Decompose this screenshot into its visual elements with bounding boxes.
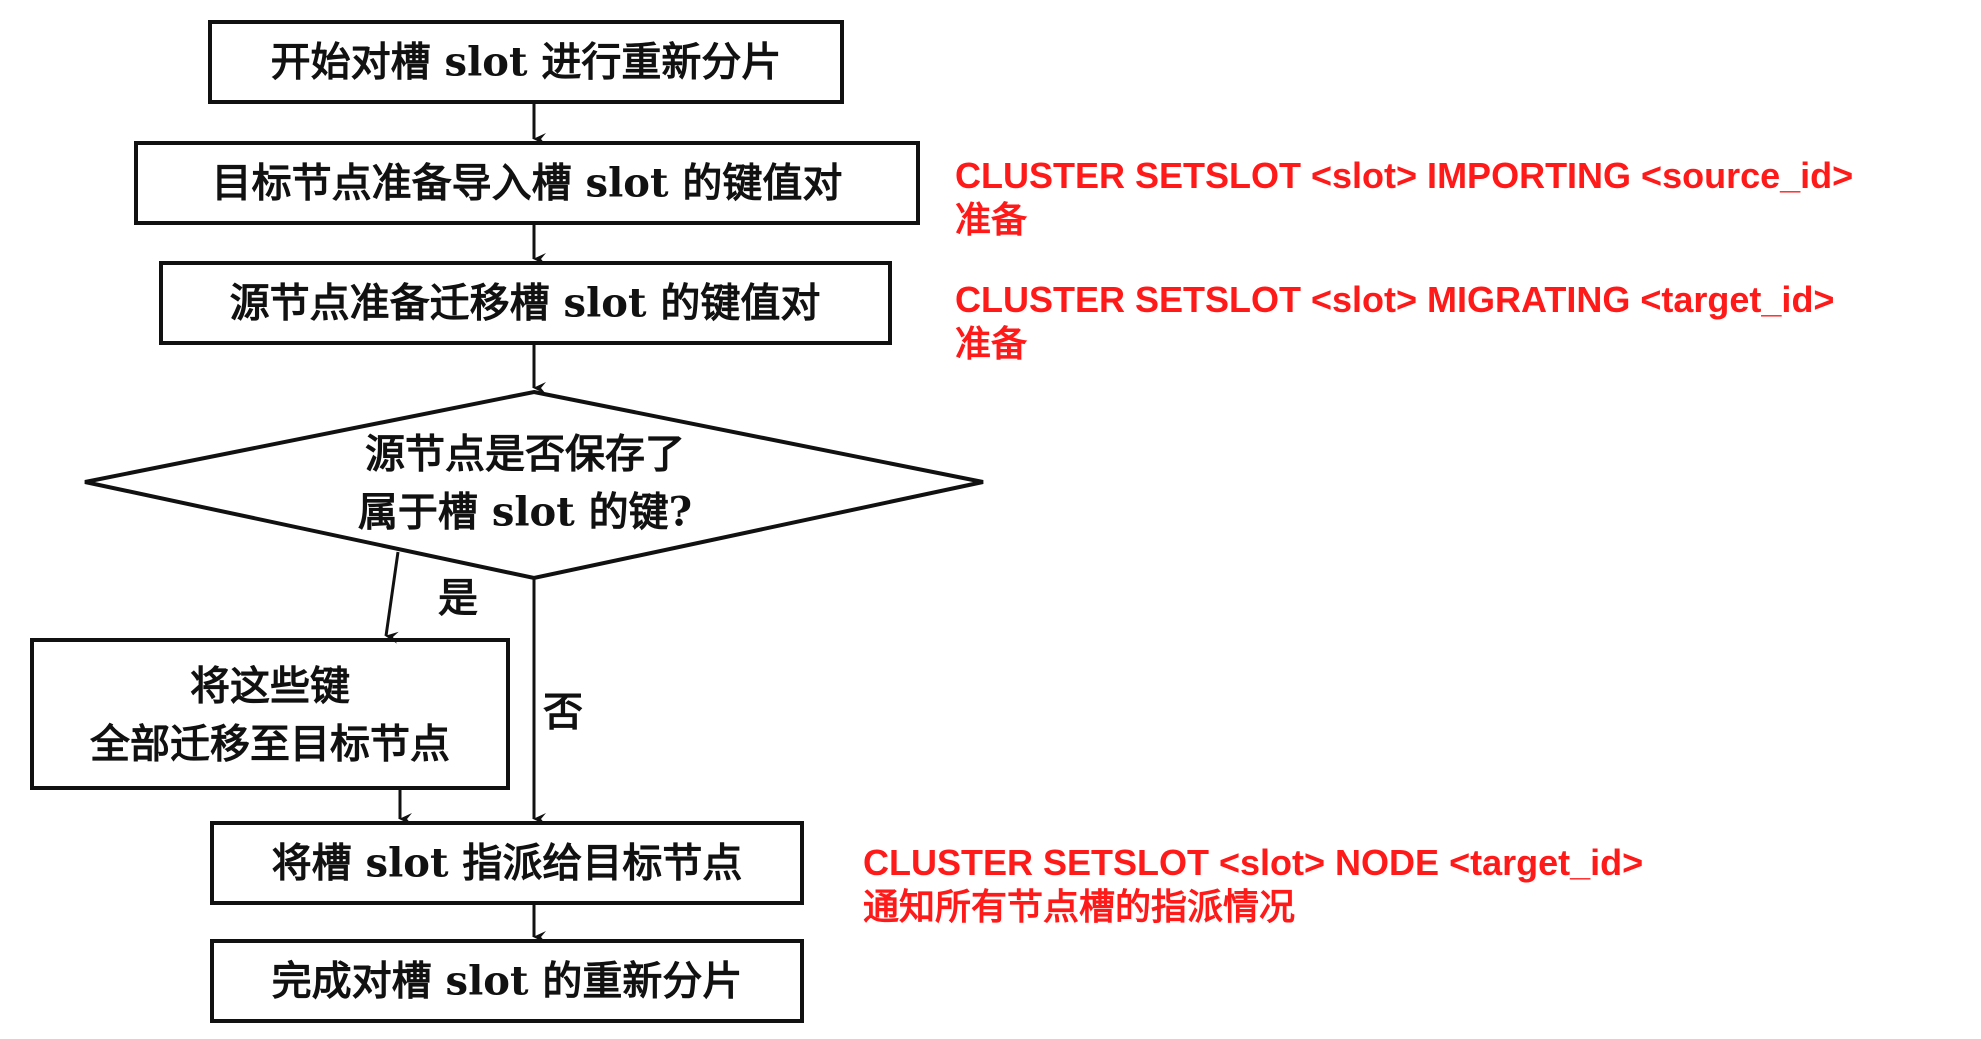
annotation-migrating: CLUSTER SETSLOT <slot> MIGRATING <target… bbox=[955, 278, 1834, 366]
move-keys-line2: 全部迁移至目标节点 bbox=[89, 721, 450, 768]
arrow-yes-to-move bbox=[384, 551, 400, 644]
done-label: 完成对槽 slot 的重新分片 bbox=[272, 958, 743, 1005]
annotation-node-note: 通知所有节点槽的指派情况 bbox=[863, 886, 1296, 927]
decision-label-line2: 属于槽 slot 的键? bbox=[358, 489, 692, 536]
move-keys-box bbox=[30, 638, 510, 790]
assign-box bbox=[210, 821, 804, 905]
start-box bbox=[208, 20, 844, 104]
annotation-importing-command: CLUSTER SETSLOT <slot> IMPORTING <source… bbox=[955, 155, 1854, 196]
annotation-importing: CLUSTER SETSLOT <slot> IMPORTING <source… bbox=[955, 154, 1853, 242]
assign-label: 将槽 slot 指派给目标节点 bbox=[272, 840, 743, 887]
decision-diamond bbox=[84, 389, 984, 581]
edge-label-no: 否 bbox=[543, 689, 583, 736]
start-label: 开始对槽 slot 进行重新分片 bbox=[271, 39, 782, 86]
done-box bbox=[210, 939, 804, 1023]
decision-label-line1: 源节点是否保存了 bbox=[365, 431, 685, 478]
annotation-node: CLUSTER SETSLOT <slot> NODE <target_id> … bbox=[863, 841, 1643, 929]
annotation-node-command: CLUSTER SETSLOT <slot> NODE <target_id> bbox=[863, 842, 1644, 883]
move-keys-line1: 将这些键 bbox=[190, 663, 350, 710]
edge-label-yes: 是 bbox=[438, 575, 478, 622]
import-label: 目标节点准备导入槽 slot 的键值对 bbox=[212, 160, 843, 207]
migrate-box bbox=[159, 261, 892, 345]
annotation-importing-note: 准备 bbox=[955, 199, 1028, 240]
import-box bbox=[134, 141, 920, 225]
annotation-migrating-command: CLUSTER SETSLOT <slot> MIGRATING <target… bbox=[955, 279, 1835, 320]
migrate-label: 源节点准备迁移槽 slot 的键值对 bbox=[230, 280, 821, 327]
annotation-migrating-note: 准备 bbox=[955, 323, 1028, 364]
